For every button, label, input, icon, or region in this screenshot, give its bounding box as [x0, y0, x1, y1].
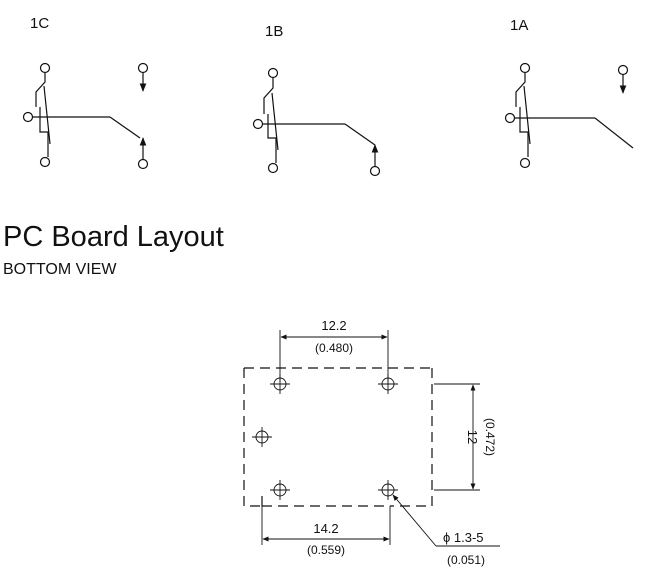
bottom-lead [519, 107, 529, 157]
hole-dia-in: (0.051) [447, 553, 485, 567]
terminal-top [519, 62, 531, 74]
dim-bottom-in: (0.559) [307, 543, 345, 557]
outline-left [243, 368, 262, 507]
pcb-footprint: 12.2 (0.480) 12 (0.472) 14.2 (0.559) [243, 318, 500, 567]
terminal-bottom [39, 156, 51, 168]
hole-top-right [378, 374, 398, 394]
layout-subtitle: BOTTOM VIEW [3, 261, 117, 278]
terminal-nc [39, 62, 51, 74]
pivot-diagonal [523, 85, 531, 145]
terminal-right-top [137, 62, 149, 74]
terminal-bottom [519, 157, 531, 169]
terminal-bottom [267, 162, 279, 174]
dim-right-in: (0.472) [483, 418, 497, 456]
hole-bottom-left [270, 480, 290, 500]
pivot-diagonal [43, 85, 51, 145]
armature-tip [344, 123, 376, 146]
contact-1c-schematic: 1C [22, 15, 149, 170]
layout-title: PC Board Layout [3, 221, 224, 253]
terminal-common [22, 111, 34, 123]
nc-lead [35, 72, 46, 107]
contact-1c-label: 1C [30, 15, 49, 32]
terminal-common [504, 112, 516, 124]
dim-right-mm: 12 [465, 430, 480, 444]
hole-middle-left [252, 427, 272, 447]
bottom-lead [267, 114, 277, 163]
armature-tip [594, 117, 634, 149]
pivot-diagonal [271, 92, 279, 151]
terminal-top [267, 67, 279, 79]
terminal-right-bottom [137, 158, 149, 170]
terminal-common [252, 118, 264, 130]
top-lead [263, 77, 274, 114]
dim-top-mm: 12.2 [321, 318, 346, 333]
top-lead [515, 72, 526, 107]
hole-bottom-right [378, 480, 398, 500]
dim-bottom-mm: 14.2 [313, 521, 338, 536]
contact-1b-schematic: 1B [252, 23, 381, 177]
terminal-right-bottom [369, 165, 381, 177]
no-lead [39, 107, 49, 157]
contact-1a-label: 1A [510, 17, 528, 34]
contact-1b-label: 1B [265, 23, 283, 40]
dim-top-in: (0.480) [315, 341, 353, 355]
contact-1a-schematic: 1A [504, 17, 634, 169]
outline-right [390, 368, 433, 507]
hole-leader [392, 494, 437, 547]
hole-top-left [270, 374, 290, 394]
terminal-right-top [617, 64, 629, 76]
hole-dia-mm: ϕ 1.3-5 [443, 530, 484, 545]
armature-tip [109, 116, 141, 139]
